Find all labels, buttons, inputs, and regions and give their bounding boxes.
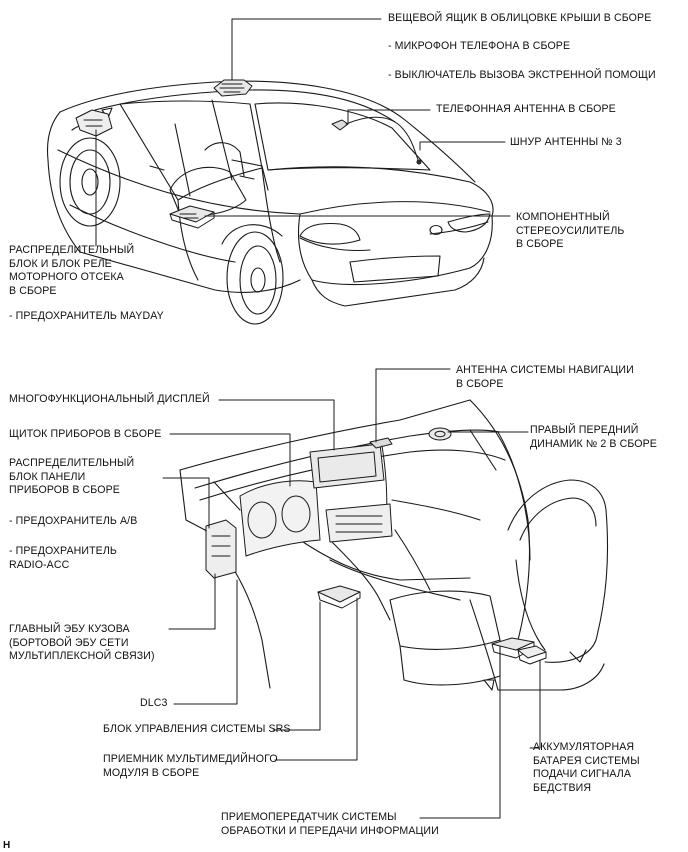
top-leader-lines xyxy=(95,18,511,247)
label-stereo-amplifier: КОМПОНЕНТНЫЙ СТЕРЕОУСИЛИТЕЛЬ В СБОРЕ xyxy=(516,211,625,250)
multifunction-display-part xyxy=(309,443,385,489)
label-speaker: ПРАВЫЙ ПЕРЕДНИЙ ДИНАМИК № 2 В СБОРЕ xyxy=(530,424,657,450)
label-engine-relay-block: РАСПРЕДЕЛИТЕЛЬНЫЙ БЛОК И БЛОК РЕЛЕ МОТОР… xyxy=(9,244,135,297)
label-dlc3: DLC3 xyxy=(140,697,168,709)
interior-drawing xyxy=(179,399,609,691)
label-backup-battery: АККУМУЛЯТОРНАЯ БАТАРЕЯ СИСТЕМЫ ПОДАЧИ СИ… xyxy=(533,741,640,794)
label-multifunction-display: МНОГОФУНКЦИОНАЛЬНЫЙ ДИСПЛЕЙ xyxy=(9,393,210,405)
multimedia-receiver-part xyxy=(325,503,393,543)
panel-junction-block-part xyxy=(205,519,237,579)
phone-antenna-part xyxy=(331,116,422,165)
label-phone-antenna: ТЕЛЕФОННАЯ АНТЕННА В СБОРЕ xyxy=(436,103,616,115)
label-instrument-cluster: ЩИТОК ПРИБОРОВ В СБОРЕ xyxy=(9,428,162,440)
corner-mark: H xyxy=(3,840,11,851)
label-sos-switch: - ВЫКЛЮЧАТЕЛЬ ВЫЗОВА ЭКСТРЕННОЙ ПОМОЩИ xyxy=(388,69,656,81)
speaker-part xyxy=(428,427,452,441)
backup-battery-part xyxy=(517,645,547,665)
label-body-ecu: ГЛАВНЫЙ ЭБУ КУЗОВА (БОРТОВОЙ ЭБУ СЕТИ МУ… xyxy=(9,623,155,662)
srs-ecu-part xyxy=(317,585,361,609)
label-ab-fuse: - ПРЕДОХРАНИТЕЛЬ A/B xyxy=(9,515,138,527)
label-radio-fuse: - ПРЕДОХРАНИТЕЛЬ RADIO-ACC xyxy=(9,545,117,571)
instrument-cluster-part xyxy=(239,480,321,557)
label-microphone: - МИКРОФОН ТЕЛЕФОНА В СБОРЕ xyxy=(388,40,571,52)
overhead-console-part xyxy=(213,79,253,97)
label-multimedia-receiver: ПРИЕМНИК МУЛЬТИМЕДИЙНОГО МОДУЛЯ В СБОРЕ xyxy=(103,753,278,779)
label-srs-ecu: БЛОК УПРАВЛЕНИЯ СИСТЕМЫ SRS xyxy=(103,723,291,735)
label-panel-junction-block: РАСПРЕДЕЛИТЕЛЬНЫЙ БЛОК ПАНЕЛИ ПРИБОРОВ В… xyxy=(9,457,135,496)
engine-relay-block-part xyxy=(75,109,113,137)
label-nav-antenna: АНТЕННА СИСТЕМЫ НАВИГАЦИИ В СБОРЕ xyxy=(456,364,634,390)
stereo-amplifier-part xyxy=(169,205,215,229)
label-mayday-fuse: - ПРЕДОХРАНИТЕЛЬ MAYDAY xyxy=(9,310,164,322)
label-overhead-box: ВЕЩЕВОЙ ЯЩИК В ОБЛИЦОВКЕ КРЫШИ В СБОРЕ xyxy=(388,12,652,24)
label-transceiver: ПРИЕМОПЕРЕДАТЧИК СИСТЕМЫ ОБРАБОТКИ И ПЕР… xyxy=(221,811,439,837)
label-antenna-cord: ШНУР АНТЕННЫ № 3 xyxy=(510,136,622,148)
car-exterior-drawing xyxy=(46,80,494,325)
bottom-leader-lines xyxy=(162,368,541,819)
